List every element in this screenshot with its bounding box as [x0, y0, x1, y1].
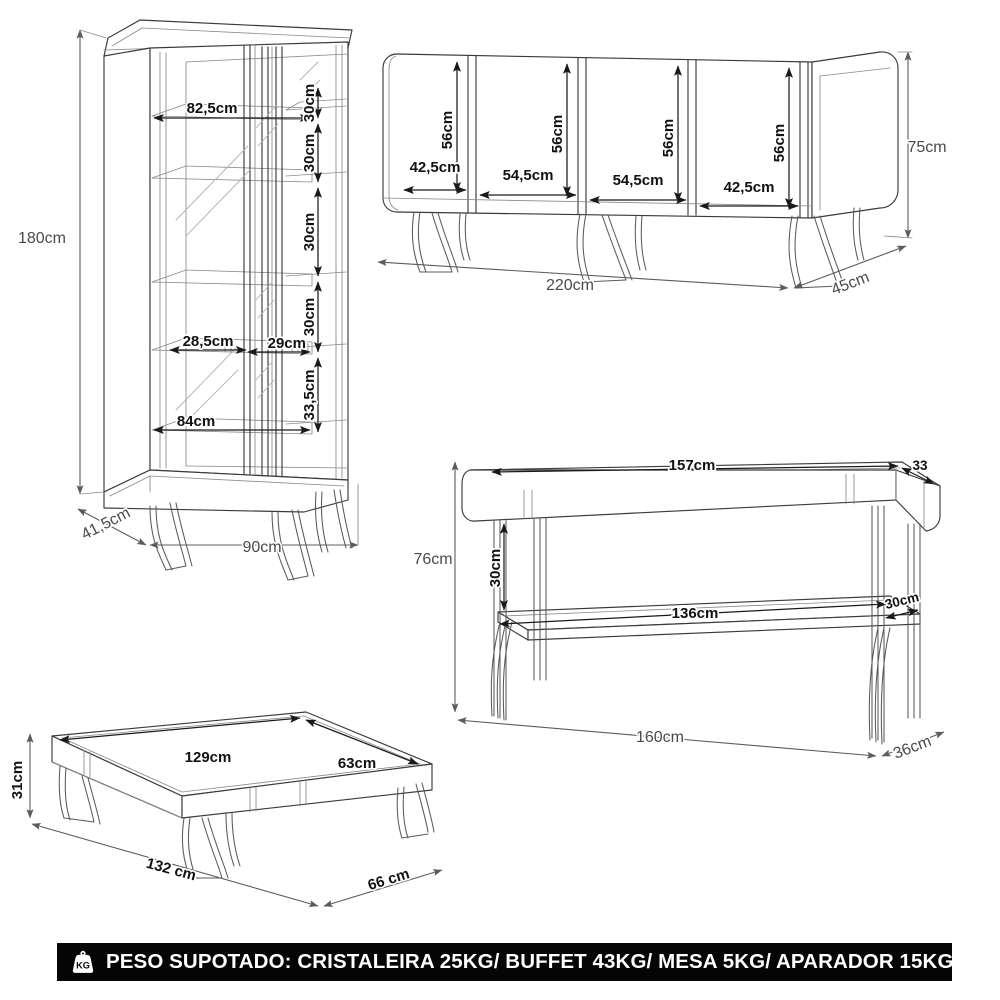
weight-capacity-text: PESO SUPOTADO: CRISTALEIRA 25KG/ BUFFET …	[106, 950, 954, 973]
label-mesa-depth: 66 cm	[366, 865, 412, 894]
label-cristaleira-comp-1: 30cm	[301, 84, 318, 122]
label-buffet-door-4-width: 42,5cm	[724, 179, 775, 196]
label-cristaleira-comp-5: 33,5cm	[301, 370, 318, 421]
label-aparador-width: 160cm	[636, 729, 684, 746]
label-cristaleira-depth: 41,5cm	[79, 505, 133, 544]
label-mesa-top-depth: 63cm	[338, 755, 376, 772]
mesa-drawing	[26, 711, 443, 907]
kg-weight-icon: KG	[72, 950, 94, 973]
label-buffet-door-2-width: 54,5cm	[503, 167, 554, 184]
label-mesa-top-length: 129cm	[185, 749, 232, 766]
label-aparador-depth: 36cm	[891, 733, 934, 763]
label-buffet-height: 75cm	[907, 139, 946, 156]
label-buffet-door-4-height: 56cm	[771, 124, 788, 162]
label-cristaleira-comp-4: 30cm	[301, 298, 318, 336]
aparador-drawing	[451, 461, 945, 759]
label-cristaleira-comp-2: 30cm	[301, 134, 318, 172]
label-buffet-door-3-width: 54,5cm	[613, 172, 664, 189]
label-buffet-door-1-height: 56cm	[439, 111, 456, 149]
weight-capacity-footer: KG PESO SUPOTADO: CRISTALEIRA 25KG/ BUFF…	[57, 943, 954, 981]
buffet-drawing	[377, 51, 913, 291]
label-cristaleira-comp-3: 30cm	[301, 213, 318, 251]
label-cristaleira-small-shelf: 28,5cm	[183, 333, 234, 350]
label-aparador-top-length: 157cm	[669, 457, 716, 474]
label-buffet-door-1-width: 42,5cm	[410, 159, 461, 176]
label-cristaleira-side-shelf: 29cm	[268, 335, 306, 352]
cristaleira-drawing	[76, 19, 359, 581]
label-aparador-top-depth: 33	[912, 458, 928, 473]
label-cristaleira-shelf-upper: 82,5cm	[187, 100, 238, 117]
label-mesa-height: 31cm	[9, 761, 26, 799]
label-buffet-width: 220cm	[546, 277, 594, 294]
label-aparador-shelf-length: 136cm	[672, 605, 719, 622]
label-aparador-shelf-clearance: 30cm	[487, 549, 504, 587]
label-buffet-depth: 45cm	[829, 269, 872, 299]
kg-icon-label: KG	[76, 960, 90, 970]
label-cristaleira-height: 180cm	[18, 230, 66, 247]
label-buffet-door-2-height: 56cm	[549, 115, 566, 153]
label-mesa-width: 132 cm	[144, 855, 198, 885]
label-cristaleira-width: 90cm	[242, 539, 281, 556]
label-aparador-height: 76cm	[413, 551, 452, 568]
label-cristaleira-shelf-lower: 84cm	[177, 413, 215, 430]
label-buffet-door-3-height: 56cm	[660, 119, 677, 157]
